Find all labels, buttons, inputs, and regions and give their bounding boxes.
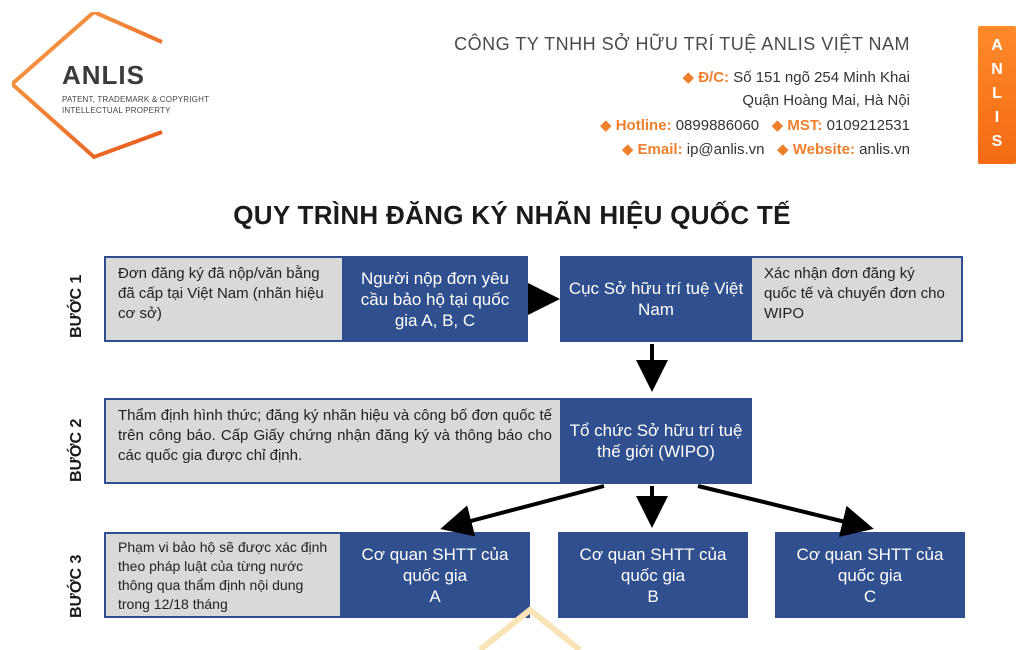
hotline-line: ◆ Hotline: 0899886060 ◆ MST: 0109212531 (600, 116, 910, 134)
mst-label: MST: (787, 117, 823, 134)
office-a-letter: A (429, 586, 441, 606)
step1-confirm-box: Xác nhận đơn đăng ký quốc tế và chuyển đ… (750, 256, 963, 342)
address-label: Đ/C: (698, 69, 730, 86)
company-name: CÔNG TY TNHH SỞ HỮU TRÍ TUỆ ANLIS VIỆT N… (454, 34, 910, 54)
step2-wipo-text: Tổ chức Sở hữu trí tuệ thế giới (WIPO) (569, 421, 743, 461)
hotline-value[interactable]: 0899886060 (675, 117, 760, 134)
step3-office-b-box: Cơ quan SHTT của quốc gia B (558, 532, 748, 618)
page-title: QUY TRÌNH ĐĂNG KÝ NHÃN HIỆU QUỐC TẾ (233, 200, 791, 230)
address-value-2: Quận Hoàng Mai, Hà Nội (742, 92, 910, 109)
office-c-prefix: Cơ quan SHTT của quốc gia (796, 544, 944, 585)
watermark-diamond-icon (478, 606, 582, 650)
side-tab-letter: I (994, 109, 1000, 126)
side-tab-letter: S (991, 133, 1003, 150)
step1-applicant-box: Người nộp đơn yêu cầu bảo hộ tại quốc gi… (342, 256, 528, 342)
address-line-1: ◆ Đ/C: Số 151 ngõ 254 Minh Khai (682, 68, 910, 86)
arrow-wipo-to-c (697, 484, 874, 537)
step3-scope-box: Phạm vi bảo hộ sẽ được xác định theo phá… (104, 532, 342, 618)
side-tab-letter: L (992, 85, 1002, 102)
bullet-icon: ◆ (621, 141, 634, 158)
website-label: Website: (792, 141, 855, 158)
side-tab-letter: N (991, 61, 1003, 78)
logo-tagline-1: PATENT, TRADEMARK & COPYRIGHT (62, 95, 210, 104)
step1-basis-box: Đơn đăng ký đã nộp/văn bằng đã cấp tại V… (104, 256, 344, 342)
office-a-prefix: Cơ quan SHTT của quốc gia (361, 544, 509, 585)
website-link[interactable]: anlis.vn (859, 141, 910, 158)
mst-value: 0109212531 (826, 117, 910, 134)
logo-tagline: PATENT, TRADEMARK & COPYRIGHT INTELLECTU… (62, 94, 209, 116)
company-logo: ANLIS PATENT, TRADEMARK & COPYRIGHT INTE… (8, 9, 212, 162)
bullet-icon: ◆ (600, 117, 612, 134)
step2-wipo-box: Tổ chức Sở hữu trí tuệ thế giới (WIPO) (560, 398, 752, 484)
bullet-icon: ◆ (771, 117, 784, 134)
office-b-letter: B (647, 586, 659, 606)
office-c-letter: C (863, 586, 877, 606)
step1-office-box: Cục Sở hữu trí tuệ Việt Nam (560, 256, 752, 342)
bullet-icon: ◆ (682, 69, 695, 86)
arrow-wipo-to-a (440, 484, 605, 537)
logo-name: ANLIS (62, 60, 145, 90)
hotline-label: Hotline: (615, 117, 672, 134)
address-value-1: Số 151 ngõ 254 Minh Khai (733, 69, 910, 86)
side-tab-letter: A (991, 37, 1003, 54)
bullet-icon: ◆ (777, 141, 789, 158)
logo-diamond-icon (8, 9, 163, 160)
step3-office-c-box: Cơ quan SHTT của quốc gia C (775, 532, 965, 618)
side-brand-tab: A N L I S (978, 26, 1016, 164)
step1-office-text: Cục Sở hữu trí tuệ Việt Nam (568, 279, 744, 319)
step3-office-a-box: Cơ quan SHTT của quốc gia A (340, 532, 530, 618)
email-label: Email: (637, 141, 683, 158)
step1-applicant-text: Người nộp đơn yêu cầu bảo hộ tại quốc gi… (360, 268, 510, 330)
address-line-2: Quận Hoàng Mai, Hà Nội (742, 92, 910, 109)
office-b-prefix: Cơ quan SHTT của quốc gia (579, 544, 727, 585)
contact-line: ◆ Email: ip@anlis.vn ◆ Website: anlis.vn (622, 140, 910, 158)
step2-examination-box: Thẩm định hình thức; đăng ký nhãn hiệu v… (104, 398, 566, 484)
logo-tagline-2: INTELLECTUAL PROPERTY (62, 106, 171, 115)
email-link[interactable]: ip@anlis.vn (686, 141, 765, 158)
